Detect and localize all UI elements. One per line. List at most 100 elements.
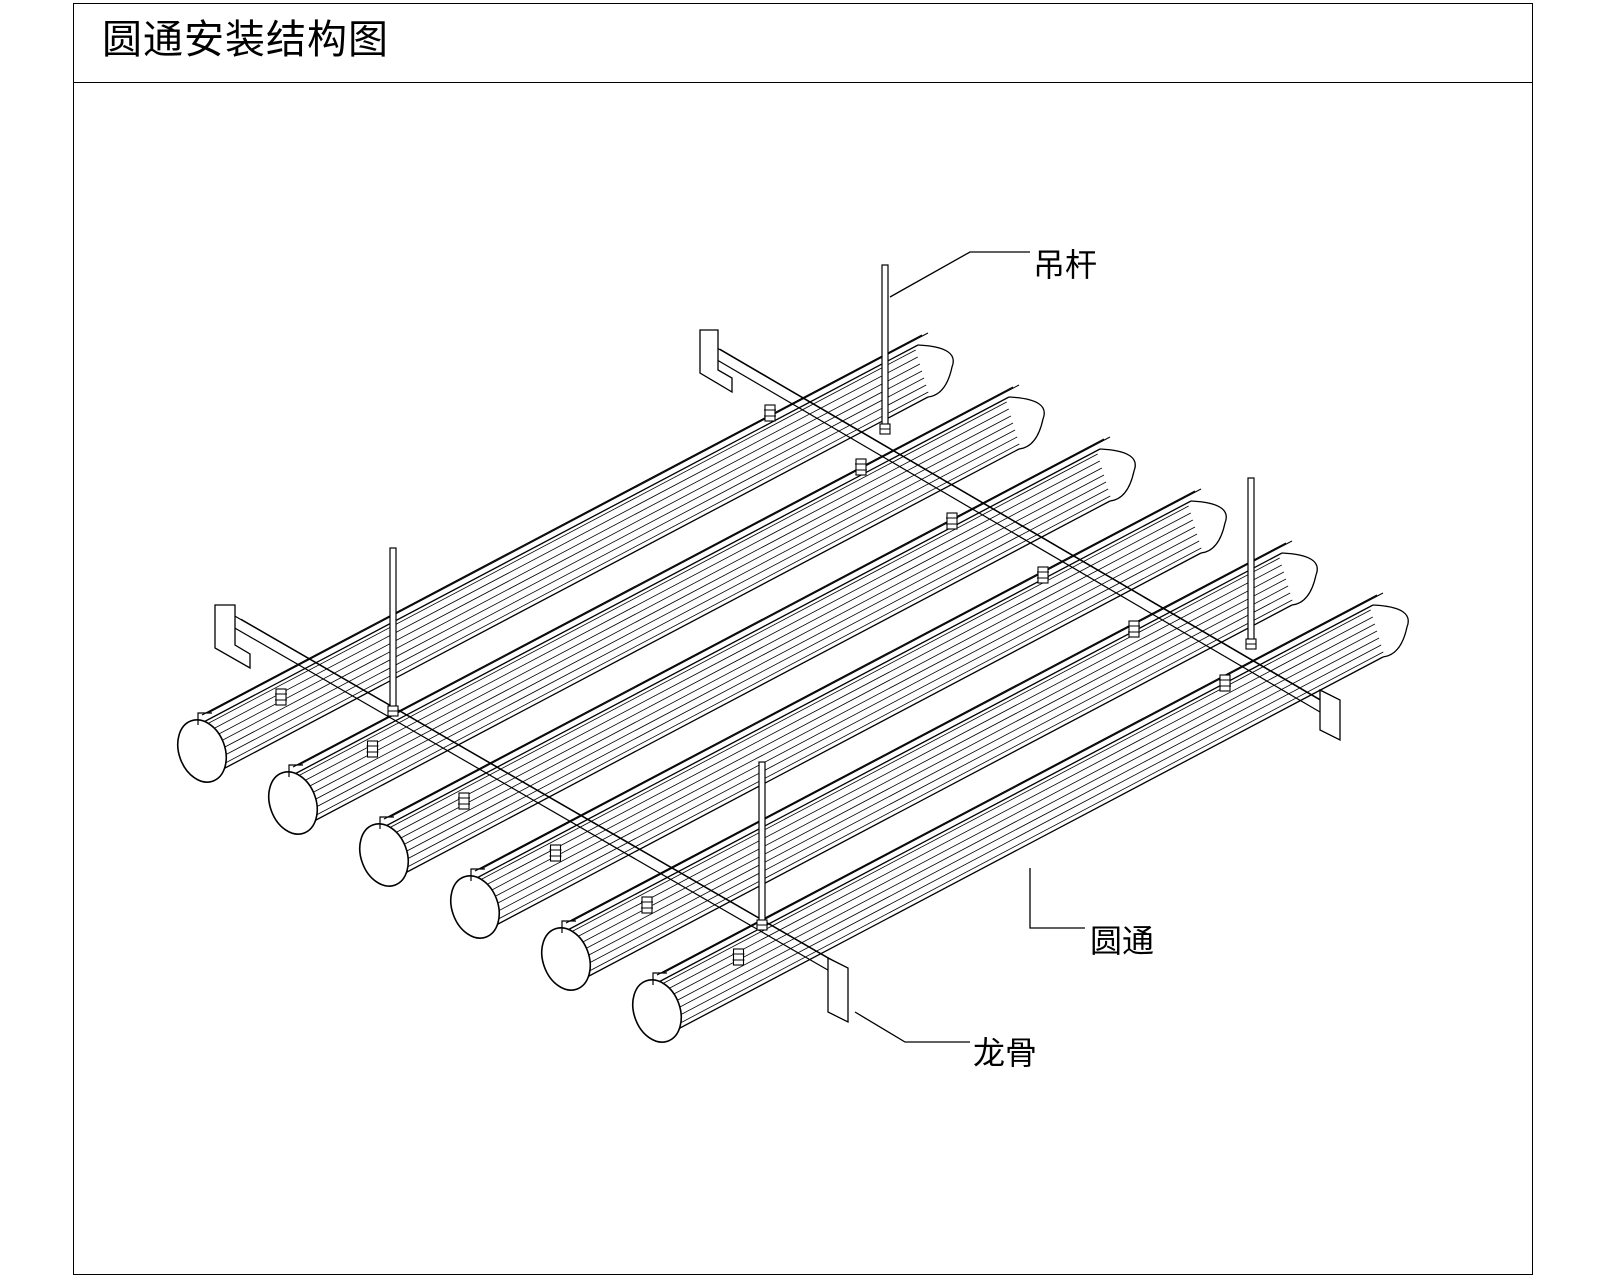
tube-line bbox=[654, 623, 1376, 1005]
tube-line bbox=[563, 571, 1285, 953]
clip-body bbox=[1219, 674, 1231, 692]
tube-front-end bbox=[631, 979, 683, 1043]
keel bbox=[711, 344, 1329, 713]
tube-line bbox=[201, 370, 923, 752]
tube-front-end bbox=[358, 823, 410, 887]
tube-back-cap bbox=[1190, 500, 1227, 554]
tube-channel bbox=[207, 332, 929, 714]
round-tube bbox=[176, 332, 954, 783]
tube-bottom-edge bbox=[571, 604, 1293, 986]
leader-hanger-rod bbox=[889, 251, 1030, 298]
tube-line bbox=[476, 533, 1198, 915]
tube-channel-lip bbox=[652, 972, 667, 985]
tube-bottom-edge bbox=[662, 656, 1384, 1038]
tube-line bbox=[379, 460, 1100, 842]
label-hanger-rod: 吊杆 bbox=[1033, 246, 1097, 284]
tube-line bbox=[388, 488, 1109, 870]
clip-body bbox=[764, 404, 776, 422]
tube-line bbox=[381, 467, 1103, 849]
keel-end-flange bbox=[214, 604, 251, 670]
label-keel: 龙骨 bbox=[973, 1034, 1037, 1072]
tube-channel bbox=[571, 540, 1293, 922]
tube-channel bbox=[389, 436, 1111, 818]
label-round-tube: 圆通 bbox=[1090, 922, 1154, 960]
tube-line bbox=[383, 474, 1105, 856]
clip bbox=[641, 896, 653, 914]
tube-line bbox=[208, 391, 929, 773]
tube-line bbox=[199, 363, 921, 745]
tube-fill bbox=[380, 449, 1134, 881]
rod-shaft bbox=[389, 547, 397, 713]
tube-fill bbox=[653, 605, 1407, 1037]
tube-top-edge bbox=[561, 552, 1283, 934]
rod-shaft bbox=[881, 264, 889, 431]
tube-line bbox=[286, 401, 1007, 783]
tube-line bbox=[197, 356, 918, 738]
tube-front-end bbox=[267, 771, 319, 835]
hanger-rod bbox=[387, 547, 399, 717]
tube-fill bbox=[471, 501, 1225, 933]
keel-end-flange bbox=[827, 956, 849, 1024]
round-tube bbox=[358, 436, 1136, 887]
keels bbox=[214, 329, 1341, 1024]
tube-line bbox=[565, 578, 1287, 960]
tube-back-cap bbox=[1008, 396, 1045, 450]
tube-channel-lip bbox=[561, 920, 576, 933]
tube-channel bbox=[383, 438, 1105, 820]
tube-line bbox=[288, 408, 1009, 790]
clip bbox=[366, 740, 379, 758]
keel-line bbox=[711, 356, 1321, 713]
keel-end-flange bbox=[1319, 688, 1341, 742]
tube-line bbox=[481, 547, 1202, 929]
tube-channel bbox=[474, 490, 1196, 872]
clip bbox=[1128, 620, 1140, 638]
round-tubes bbox=[176, 332, 1409, 1043]
title-bar: 圆通安装结构图 bbox=[74, 4, 1532, 83]
clip-body bbox=[641, 896, 653, 914]
clip-body bbox=[549, 844, 562, 862]
tube-line bbox=[294, 429, 1016, 811]
tube-channel bbox=[565, 542, 1287, 924]
tube-line bbox=[559, 557, 1280, 939]
tube-top-edge bbox=[652, 604, 1374, 986]
drawing-title: 圆通安装结构图 bbox=[102, 17, 389, 63]
tube-bottom-edge bbox=[389, 500, 1111, 882]
tube-line bbox=[195, 349, 916, 731]
hanger-rod bbox=[879, 264, 891, 435]
round-tube bbox=[540, 540, 1318, 991]
clip-body bbox=[275, 688, 287, 706]
tube-front-end bbox=[176, 719, 228, 783]
tube-line bbox=[468, 505, 1189, 887]
keel-line bbox=[232, 626, 841, 978]
tube-fill bbox=[289, 397, 1043, 829]
tube-bottom-edge bbox=[480, 552, 1202, 934]
drawing-frame: 圆通安装结构图 bbox=[73, 3, 1533, 1275]
tube-line bbox=[663, 651, 1384, 1033]
tube-line bbox=[292, 422, 1014, 804]
tube-line bbox=[570, 592, 1291, 974]
clip bbox=[855, 458, 867, 476]
clip bbox=[458, 792, 470, 810]
tube-front-end bbox=[540, 927, 592, 991]
tube-line bbox=[385, 481, 1107, 863]
tube-clips bbox=[275, 404, 1231, 966]
tube-channel bbox=[662, 592, 1384, 974]
tube-channel-lip bbox=[197, 712, 212, 725]
keel-end-flange bbox=[699, 329, 733, 394]
tube-back-cap bbox=[1372, 604, 1409, 658]
tube-line bbox=[472, 519, 1194, 901]
clip bbox=[275, 688, 287, 706]
keel-line bbox=[711, 344, 1321, 701]
tube-top-edge bbox=[379, 448, 1101, 830]
tube-channel-lip bbox=[288, 764, 303, 777]
clip-body bbox=[1037, 566, 1049, 584]
keel-line bbox=[240, 618, 849, 970]
leader-keel bbox=[854, 1011, 970, 1043]
tube-line bbox=[650, 609, 1371, 991]
tube-line bbox=[479, 540, 1200, 922]
tube-line bbox=[567, 585, 1289, 967]
tube-line bbox=[656, 630, 1378, 1012]
tube-fill bbox=[562, 553, 1316, 985]
tube-line bbox=[652, 616, 1373, 998]
